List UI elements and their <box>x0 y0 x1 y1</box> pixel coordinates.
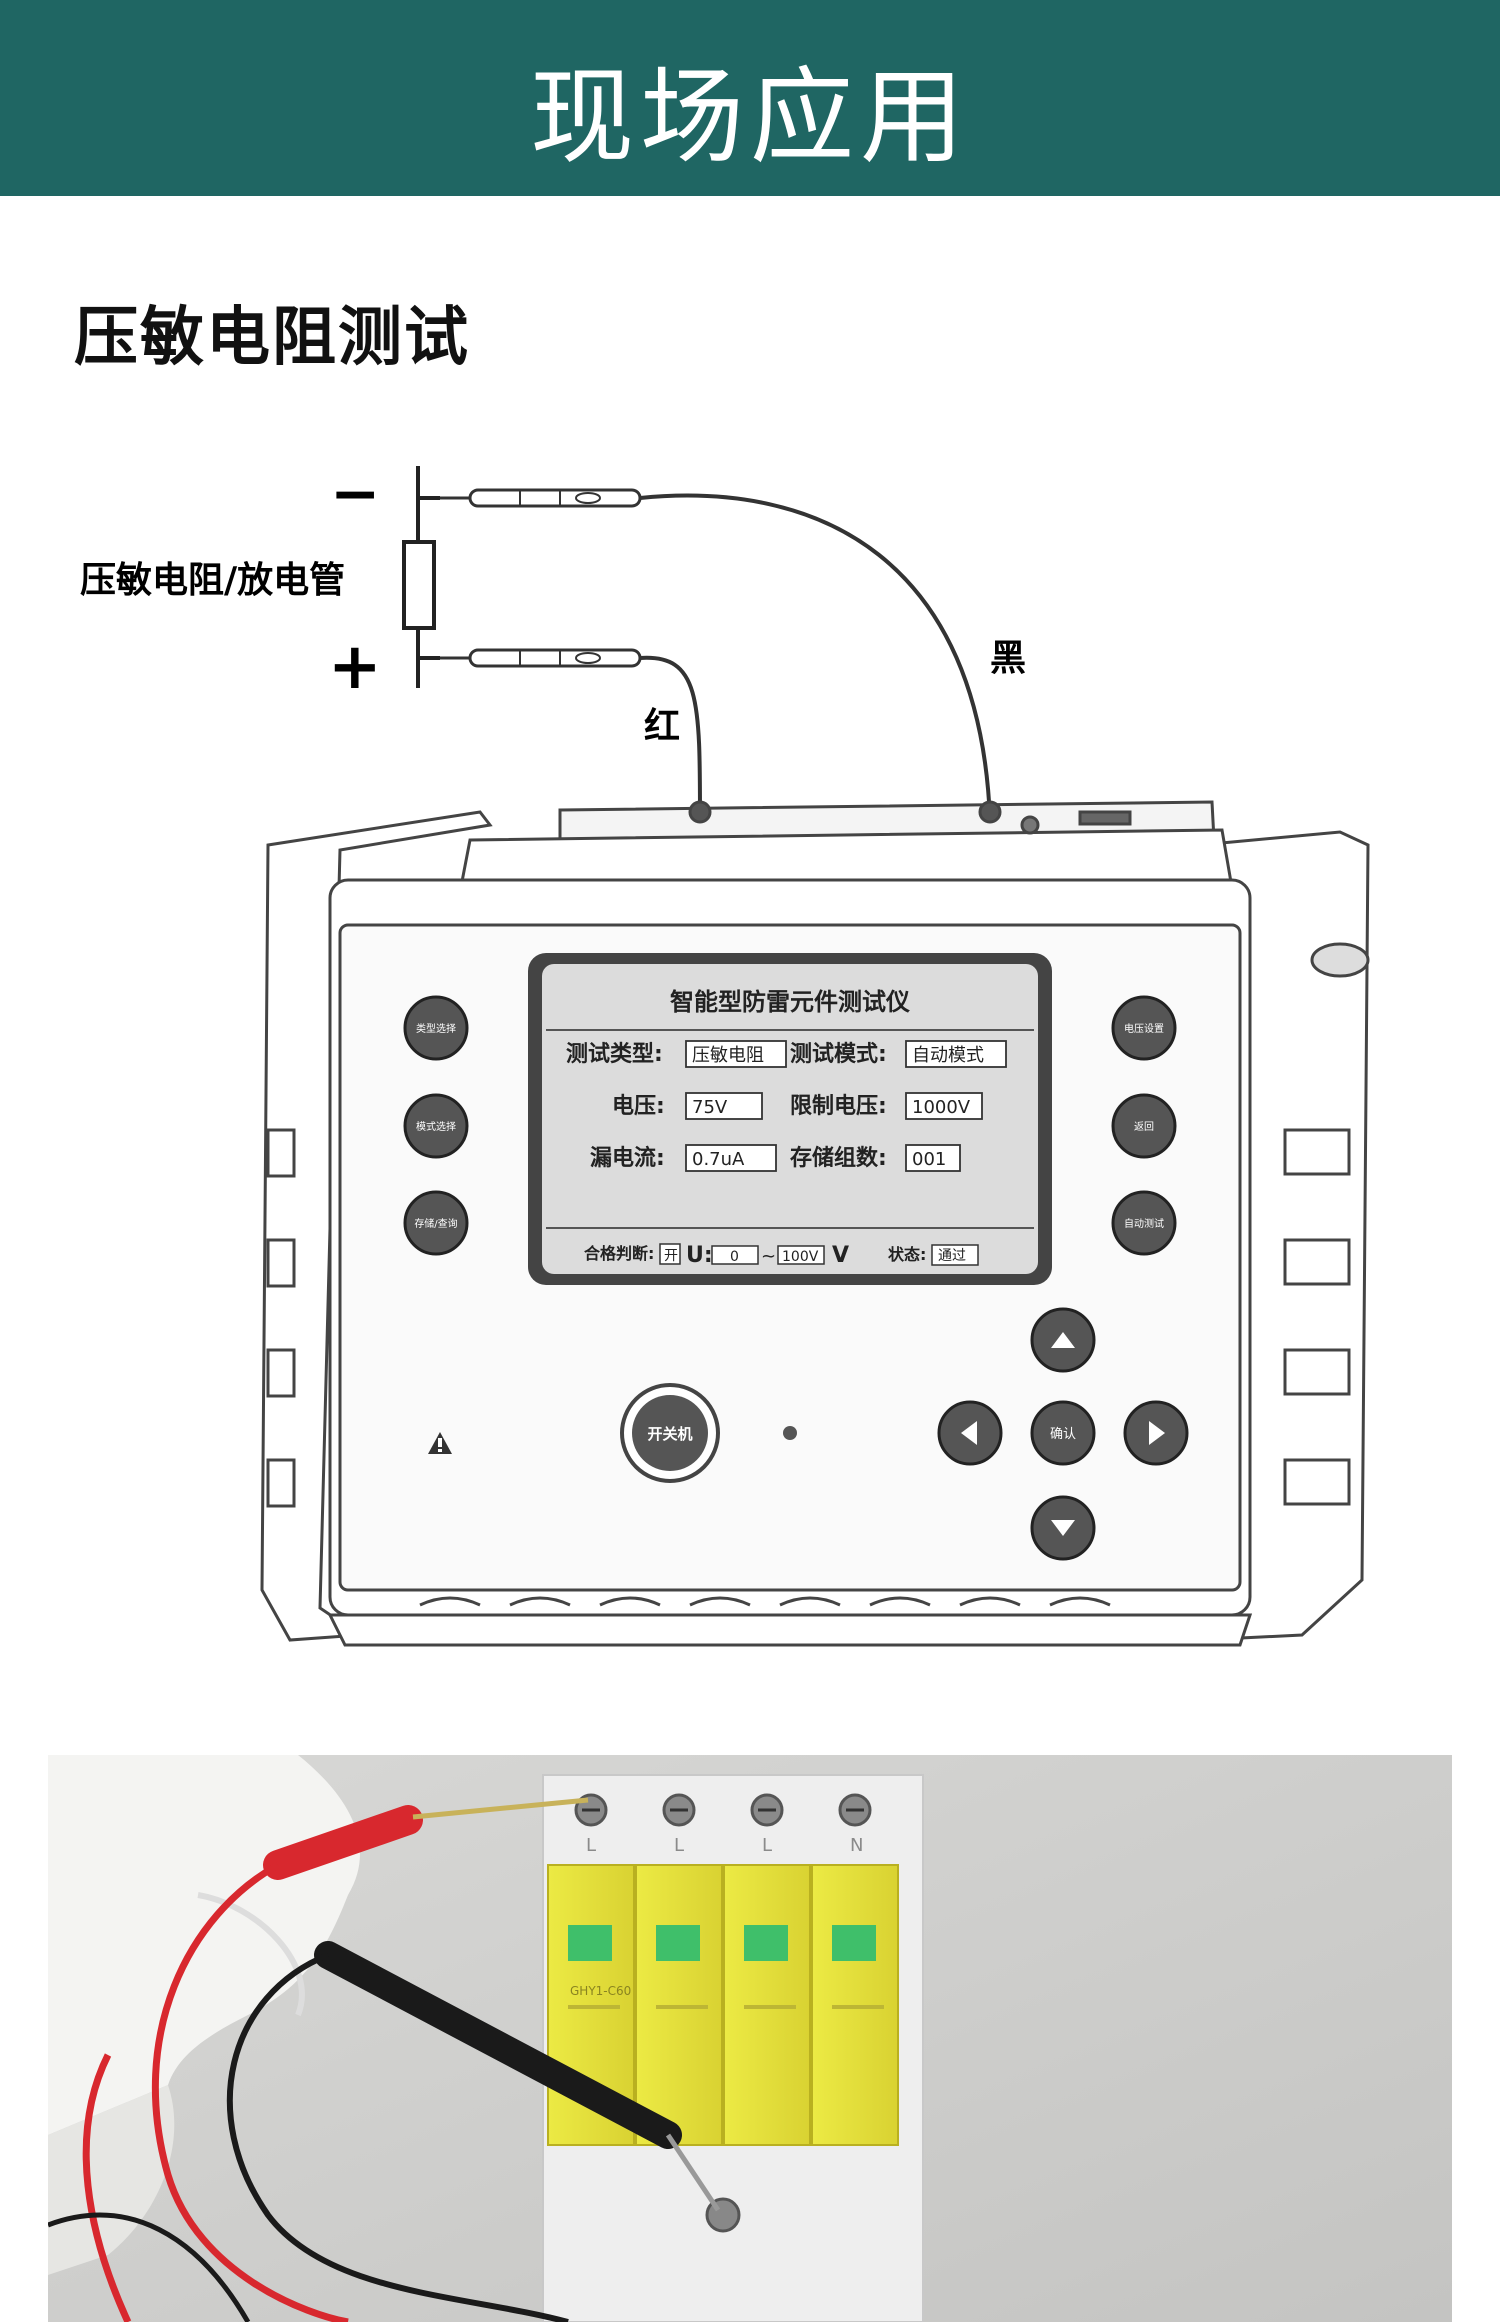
spd-modules: GHY1-C60 <box>547 1864 899 2146</box>
status-unit: V <box>832 1243 849 1268</box>
section-title: 压敏电阻测试 <box>74 301 470 375</box>
lcd-value: 自动模式 <box>912 1045 984 1066</box>
lcd-value: 75V <box>692 1097 728 1118</box>
indicator-led <box>783 1426 797 1440</box>
lcd-value: 001 <box>912 1149 946 1170</box>
function-button-label: 返回 <box>1134 1121 1154 1133</box>
nav-right-button[interactable] <box>1123 1400 1189 1466</box>
right-function-button[interactable]: 自动测试 <box>1111 1190 1177 1256</box>
function-button-label: 类型选择 <box>416 1022 456 1035</box>
lcd-label: 漏电流: <box>590 1145 665 1171</box>
component-symbol <box>402 466 440 688</box>
status-u-high: 100V <box>782 1249 819 1265</box>
function-button-label: 自动测试 <box>1124 1217 1164 1230</box>
lcd-value: 1000V <box>912 1097 971 1118</box>
power-button[interactable]: 开关机 <box>620 1383 720 1483</box>
lcd-label: 测试类型: <box>566 1042 663 1067</box>
status-pass-judge-value: 开 <box>664 1248 678 1264</box>
status-u-label: U: <box>686 1243 713 1268</box>
lead-black-label: 黑 <box>990 638 1026 679</box>
nav-down-button[interactable] <box>1030 1495 1096 1561</box>
screen-title: 智能型防雷元件测试仪 <box>670 988 911 1016</box>
probe-black-photo <box>48 1941 721 2322</box>
probe-black <box>440 488 992 821</box>
arrow-down-icon <box>1051 1520 1075 1536</box>
probe-red <box>440 648 702 821</box>
lcd-label: 电压: <box>612 1094 665 1119</box>
arrow-right-icon <box>1149 1421 1165 1445</box>
warning-icon <box>428 1432 452 1454</box>
confirm-button-label: 确认 <box>1050 1427 1076 1442</box>
plus-sign: + <box>328 630 382 704</box>
power-button-label: 开关机 <box>647 1425 692 1443</box>
terminal-label: N <box>850 1835 863 1856</box>
right-function-button[interactable]: 电压设置 <box>1111 995 1177 1061</box>
status-u-low: 0 <box>730 1249 739 1265</box>
left-function-button[interactable]: 模式选择 <box>403 1093 469 1159</box>
function-button-label: 电压设置 <box>1124 1022 1164 1035</box>
terminal-label: L <box>762 1835 772 1856</box>
terminal-label: L <box>586 1835 596 1856</box>
status-state-label: 状态: <box>888 1245 926 1264</box>
component-label: 压敏电阻/放电管 <box>80 560 345 601</box>
probe-red-photo <box>82 1797 589 2322</box>
lcd-label: 存储组数: <box>790 1145 887 1171</box>
nav-up-button[interactable] <box>1030 1307 1096 1373</box>
minus-sign: − <box>330 459 380 529</box>
page-header: 现场应用 <box>0 0 1500 196</box>
lead-red-label: 红 <box>644 706 680 747</box>
left-function-button[interactable]: 存储/查询 <box>403 1190 469 1256</box>
status-range-sep: ~ <box>761 1246 776 1267</box>
connection-diagram: − + 压敏电阻/放电管 红 黑 <box>80 459 1370 1647</box>
status-state-value: 通过 <box>938 1248 966 1264</box>
lcd-value: 0.7uA <box>692 1149 745 1170</box>
left-function-button[interactable]: 类型选择 <box>403 995 469 1061</box>
lcd-value: 压敏电阻 <box>692 1045 764 1066</box>
arrow-left-icon <box>961 1421 977 1445</box>
lcd-label: 测试模式: <box>790 1042 887 1067</box>
function-button-label: 存储/查询 <box>414 1217 457 1230</box>
nav-left-button[interactable] <box>937 1400 1003 1466</box>
page-title: 现场应用 <box>529 56 970 178</box>
arrow-up-icon <box>1051 1332 1075 1348</box>
module-label: GHY1-C60 <box>570 1984 631 1998</box>
lcd-label: 限制电压: <box>790 1094 887 1119</box>
status-pass-judge-label: 合格判断: <box>584 1244 654 1263</box>
confirm-button[interactable]: 确认 <box>1030 1400 1096 1466</box>
terminal-label: L <box>674 1835 684 1856</box>
field-photo: L L L N GHY1-C60 <box>48 1755 1452 2322</box>
function-button-label: 模式选择 <box>416 1120 456 1133</box>
right-function-button[interactable]: 返回 <box>1111 1093 1177 1159</box>
